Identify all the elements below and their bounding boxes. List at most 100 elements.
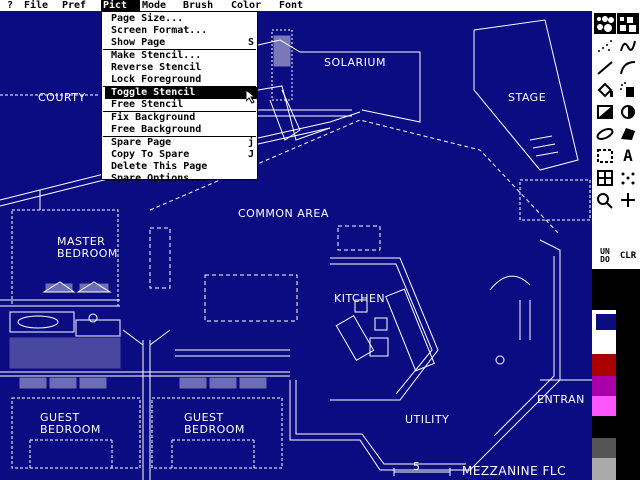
polygon-icon (621, 127, 635, 140)
airbrush-tool[interactable] (617, 79, 639, 100)
menu-item-delete-this-page[interactable]: Delete This Page (111, 161, 257, 173)
stage-outline (473, 19, 591, 221)
menu-item-shortcut: S (247, 37, 254, 48)
swatch-black-7[interactable] (616, 416, 640, 438)
swatch-selected-blue[interactable] (594, 312, 618, 332)
menu-item-spare-page[interactable]: Spare Page j (111, 137, 257, 149)
swatch-black-4[interactable] (616, 376, 640, 396)
symmetry-tool[interactable] (617, 167, 639, 188)
swatch-dark-gray[interactable] (592, 438, 616, 458)
menu-item-reverse-stencil[interactable]: Reverse Stencil (111, 62, 257, 74)
menu-separator (103, 111, 256, 112)
swatch-black-9[interactable] (616, 458, 640, 480)
swatch-purple[interactable] (592, 376, 616, 396)
swatch-black-2[interactable] (616, 332, 640, 354)
menu-item-label: Page Size... (111, 13, 184, 24)
rectangle-tool[interactable] (594, 101, 616, 122)
menu-help[interactable]: ? (7, 0, 14, 11)
menu-item-label: Fix Background (111, 112, 196, 123)
label-guest-2: GUEST (184, 411, 224, 424)
menu-color[interactable]: Color (231, 0, 262, 11)
menu-item-label: Spare Page (111, 137, 172, 148)
menu-bar: ? File Pref Pict Mode Brush Color Font (0, 0, 640, 11)
label-scale: 5 (413, 460, 421, 473)
menu-item-free-background[interactable]: Free Background (111, 124, 257, 136)
swatch-black-6[interactable] (592, 416, 616, 438)
menu-item-shortcut: j (247, 137, 254, 148)
undo-label: UN DO (600, 246, 610, 264)
text-tool[interactable]: A (617, 145, 639, 166)
zoom-tool[interactable] (617, 189, 639, 210)
swatch-light-gray[interactable] (592, 458, 616, 480)
menu-brush[interactable]: Brush (183, 0, 214, 11)
undo-button[interactable]: UN DO (594, 245, 616, 266)
circle-tool[interactable] (617, 101, 639, 122)
menu-item-lock-foreground[interactable]: Lock Foreground (111, 74, 257, 86)
grid-icon (597, 169, 613, 186)
label-master-bedroom: BEDROOM (57, 247, 118, 260)
entrance-outline (489, 275, 592, 381)
kitchen-outline (330, 257, 439, 401)
menu-item-label: Free Background (111, 124, 202, 135)
brush-dots-tool[interactable] (594, 13, 616, 34)
freehand-tool[interactable] (594, 35, 616, 56)
label-utility: UTILITY (405, 413, 450, 426)
straight-line-tool[interactable] (594, 57, 616, 78)
label-guest-1: GUEST (40, 411, 80, 424)
menu-file[interactable]: File (24, 0, 49, 11)
menu-item-label: Delete This Page (111, 161, 208, 172)
continuous-freehand-tool[interactable] (617, 35, 639, 56)
swatch-black-3[interactable] (616, 354, 640, 376)
menu-item-make-stencil[interactable]: Make Stencil... (111, 50, 257, 62)
polygon-tool[interactable] (617, 123, 639, 144)
guest-bedrooms-outline (11, 397, 283, 469)
fill-tool[interactable] (594, 79, 616, 100)
swatch-white[interactable] (592, 332, 616, 354)
swatch-black-1[interactable] (616, 310, 640, 332)
menu-item-label: Screen Format... (111, 25, 208, 36)
menu-item-label: Spare Options... (111, 173, 208, 184)
swatch-black-5[interactable] (616, 396, 640, 416)
menu-pict[interactable]: Pict (101, 0, 140, 11)
symmetry-icon (621, 172, 635, 184)
brush-shape-tool[interactable] (617, 13, 639, 34)
brush-select-tool[interactable] (594, 145, 616, 166)
master-bedroom-outline (0, 209, 121, 369)
magnify-tool[interactable] (594, 189, 616, 210)
menu-item-spare-options[interactable]: Spare Options... (111, 173, 257, 184)
label-common-area: COMMON AREA (238, 207, 329, 220)
menu-separator (103, 49, 256, 50)
label-master: MASTER (57, 235, 106, 248)
middle-wall (0, 329, 290, 480)
menu-item-free-stencil[interactable]: Free Stencil (111, 99, 257, 111)
ellipse-icon (596, 127, 614, 140)
menu-mode[interactable]: Mode (142, 0, 167, 11)
menu-item-page-size[interactable]: Page Size... (111, 13, 257, 25)
toolbox: A UN DO CLR (592, 11, 640, 269)
ellipse-tool[interactable] (594, 123, 616, 144)
swatch-dark-red[interactable] (592, 354, 616, 376)
menu-item-label: Show Page (111, 37, 166, 48)
label-courtyard: COURTY (38, 91, 86, 104)
curve-tool[interactable] (617, 57, 639, 78)
dashed-select-icon (597, 148, 613, 163)
menu-item-screen-format[interactable]: Screen Format... (111, 25, 257, 37)
swatch-black-8[interactable] (616, 438, 640, 458)
menu-font[interactable]: Font (279, 0, 304, 11)
menu-item-label: Free Stencil (111, 99, 184, 110)
zoom-in-icon (621, 192, 635, 207)
swatch-pink[interactable] (592, 396, 616, 416)
menu-separator (103, 86, 256, 87)
color-palette (592, 310, 640, 480)
scale-bar (393, 468, 451, 476)
grid-tool[interactable] (594, 167, 616, 188)
clear-button[interactable]: CLR (617, 245, 639, 266)
menu-item-toggle-stencil[interactable]: Toggle Stencil (105, 87, 257, 99)
label-floor: MEZZANINE FLC (462, 464, 566, 478)
label-solarium: SOLARIUM (324, 56, 386, 69)
menu-item-fix-background[interactable]: Fix Background (111, 112, 257, 124)
menu-pref[interactable]: Pref (62, 0, 87, 11)
drawing-canvas[interactable]: COURTY SOLARIUM STAGE COMMON AREA MASTER… (0, 11, 592, 480)
menu-item-show-page[interactable]: Show Page S (111, 37, 257, 49)
